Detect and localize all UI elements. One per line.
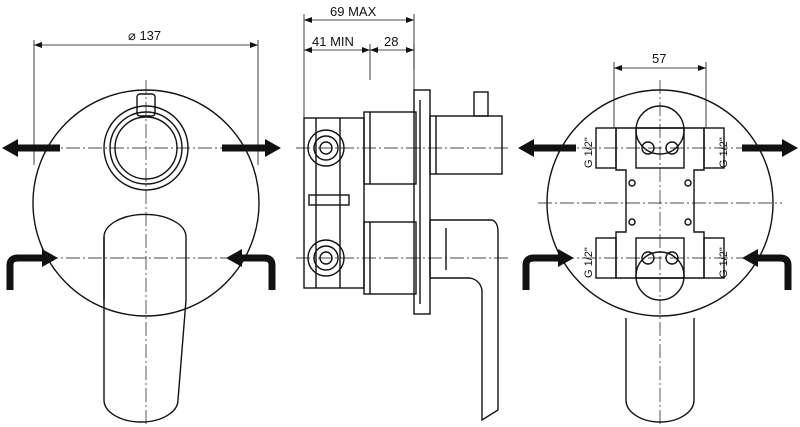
inlet-arrow-icon [42,249,58,267]
lever-side [429,219,499,422]
connection-label-top-right: G 1/2" [718,137,730,168]
lever-handle [103,213,187,423]
inlet-arrow-icon [742,249,758,267]
back-view: 57 G 1/2" G 1/2" G 1/2" G 1/ [518,51,798,427]
diverter-knob [103,105,189,191]
front-view: ⌀ 137 [2,28,281,427]
port-top [307,129,345,167]
inlet-arrow-icon [558,249,574,267]
handle-offset-label: 28 [384,34,398,49]
outlet-arrow-icon [2,139,18,157]
body-width-label: 57 [652,51,666,66]
valve-body [303,117,365,289]
front-diameter-label: ⌀ 137 [128,28,161,43]
outlet-arrow-icon [782,139,798,157]
connection-label-top-left: G 1/2" [583,137,595,168]
overall-depth-label: 69 MAX [330,4,377,19]
connection-label-bottom-right: G 1/2" [718,247,730,278]
min-depth-label: 41 MIN [312,34,354,49]
inlet-arrow-icon [226,249,242,267]
outlet-arrow-icon [518,139,534,157]
connection-label-bottom-left: G 1/2" [583,247,595,278]
cover-plate-side [413,89,431,315]
outlet-arrow-icon [265,139,281,157]
side-view: 69 MAX 41 MIN 28 [296,4,510,422]
port-bottom [307,239,345,277]
